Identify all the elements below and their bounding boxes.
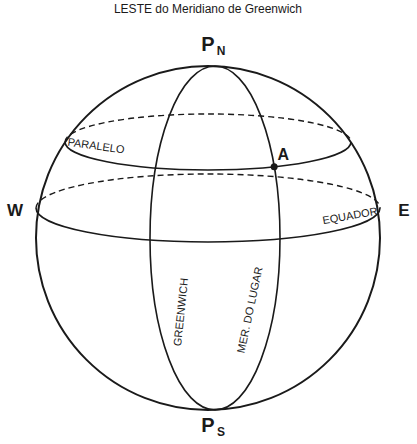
equator-back	[36, 174, 380, 208]
point-label: A	[277, 147, 289, 163]
meridian-label: GREENWICH	[172, 277, 190, 346]
pole-letter: P	[201, 415, 214, 435]
cardinal-west: W	[7, 202, 23, 219]
meridian-ellipse	[150, 66, 280, 410]
parallel-back	[65, 114, 351, 142]
pole-letter: P	[201, 34, 214, 54]
cardinal-east: E	[398, 202, 409, 219]
equator-label: EQUADOR	[322, 206, 379, 226]
pole-subscript: S	[217, 426, 225, 438]
pole-subscript: N	[217, 45, 226, 57]
caption-text: LESTE do Meridiano de Greenwich	[114, 3, 302, 15]
sphere-outline	[36, 66, 380, 410]
point-a	[271, 163, 278, 170]
meridian-label: MER. DO LUGAR	[235, 266, 264, 354]
